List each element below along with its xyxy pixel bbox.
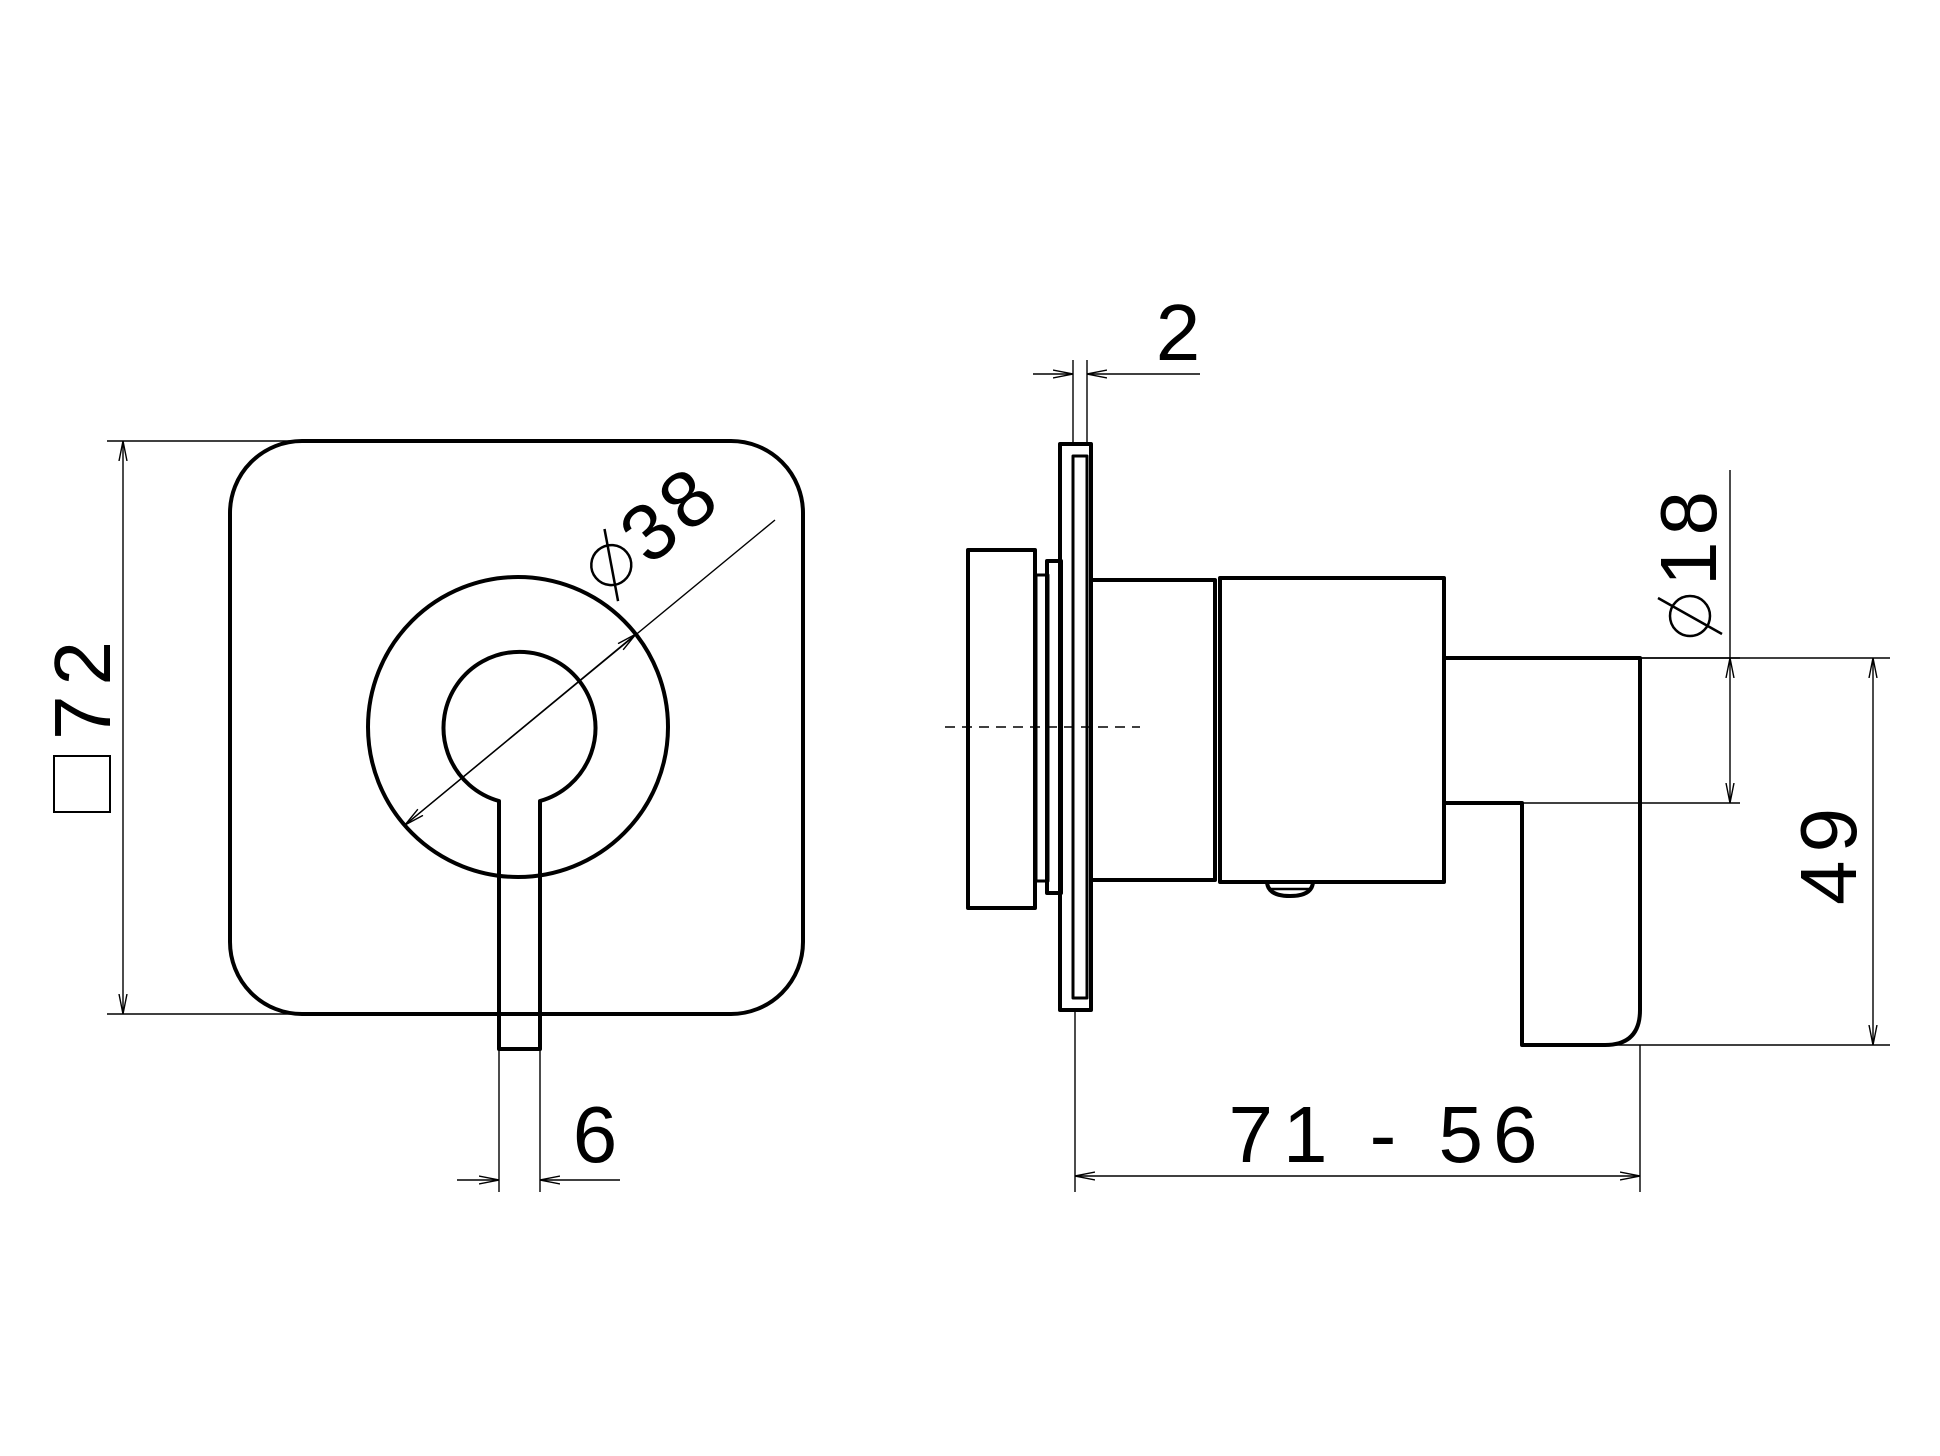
plate-size-label: 72 bbox=[38, 631, 127, 740]
square-symbol-icon bbox=[53, 755, 111, 813]
diameter-symbol-icon bbox=[1657, 594, 1723, 638]
diverter-button bbox=[1265, 881, 1315, 898]
cartridge-block bbox=[1218, 576, 1446, 884]
cover-plate bbox=[228, 439, 805, 1016]
plate-thickness-label: 2 bbox=[1156, 288, 1201, 377]
diameter-18-label: 18 bbox=[1644, 485, 1733, 586]
diameter-symbol-icon bbox=[590, 528, 633, 602]
projection-label: 71 - 56 bbox=[1228, 1090, 1547, 1179]
lever-width-label: 6 bbox=[573, 1090, 618, 1179]
diameter-38-label: 38 bbox=[603, 447, 738, 580]
lever-profile bbox=[1444, 656, 1642, 1047]
side-view: 2 18 49 71 - 56 bbox=[945, 288, 1890, 1192]
front-view: 38 72 6 bbox=[38, 439, 805, 1192]
valve-body bbox=[1089, 578, 1217, 882]
rosette-outer bbox=[366, 575, 670, 879]
lever-height-label: 49 bbox=[1784, 800, 1873, 905]
rear-disc bbox=[966, 548, 1037, 910]
lever-outline bbox=[441, 649, 598, 1051]
